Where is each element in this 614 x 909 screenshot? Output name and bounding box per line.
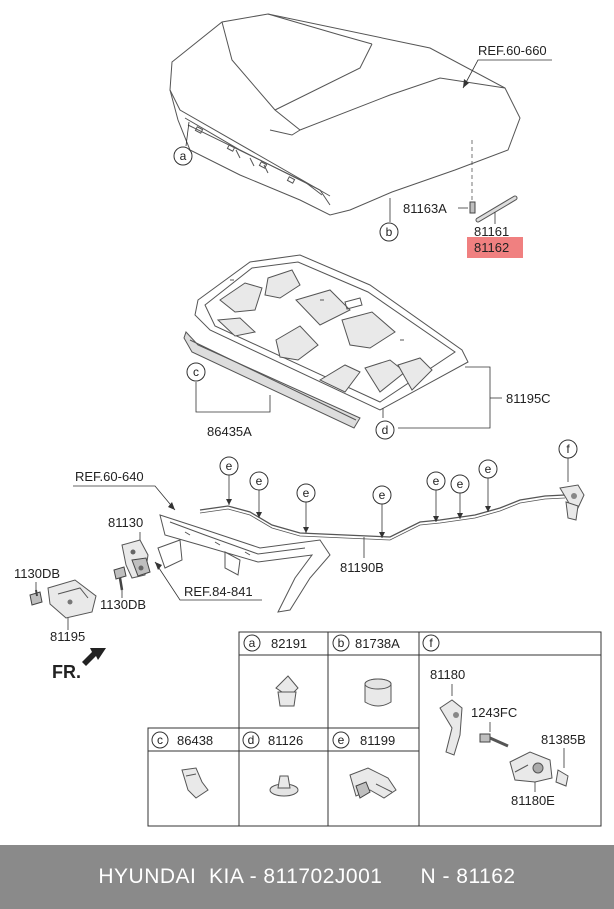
svg-text:e: e	[379, 488, 386, 502]
svg-text:c: c	[193, 365, 199, 379]
label-81195: 81195	[50, 629, 85, 644]
svg-text:a: a	[249, 636, 256, 650]
legend-b-code: 81738A	[355, 636, 400, 651]
callout-circle-e-7: e	[478, 459, 498, 479]
svg-text:FR.: FR.	[52, 662, 81, 682]
release-handle-81180-icon	[439, 699, 463, 756]
legend-cell-b: b 81738A	[332, 634, 400, 707]
callout-circle-d-pad: d	[375, 420, 395, 440]
callout-circle-e-6: e	[450, 474, 470, 494]
svg-text:e: e	[338, 733, 345, 747]
callout-circle-c-weatherstrip: c	[186, 362, 206, 382]
hood-insulator-pad	[194, 254, 469, 411]
callout-circle-e-1: e	[219, 456, 239, 476]
legend-cell-c: c 86438	[151, 731, 213, 799]
label-81190B: 81190B	[340, 560, 384, 575]
label-81130: 81130	[108, 515, 143, 530]
callout-circle-e-2: e	[249, 471, 269, 491]
label-81162: 81162	[474, 240, 509, 255]
callout-circle-e-4: e	[372, 485, 392, 505]
callout-circle-a-hood: a	[173, 146, 193, 166]
handle-bracket-81180E-icon	[509, 751, 553, 783]
legend-cell-a: a 82191	[243, 634, 307, 707]
legend-f-81180E: 81180E	[511, 793, 555, 808]
bolt-1130DB-left	[29, 589, 43, 606]
weatherstrip-86435A	[183, 331, 361, 429]
svg-text:b: b	[338, 636, 345, 650]
label-81161: 81161	[474, 224, 509, 239]
highlight-81162	[467, 237, 523, 258]
svg-text:e: e	[485, 462, 492, 476]
legend-e-code: 81199	[360, 733, 395, 748]
legend-c-code: 86438	[177, 733, 213, 748]
svg-text:a: a	[180, 149, 187, 163]
label-81163A: 81163A	[403, 201, 447, 216]
hood-release-cable-81190B	[199, 494, 566, 538]
bolt-81163A	[469, 201, 476, 214]
hood-latch-81130	[121, 539, 151, 579]
legend-f-81385B: 81385B	[541, 732, 586, 747]
label-1130DB-left: 1130DB	[14, 566, 60, 581]
svg-text:e: e	[303, 486, 310, 500]
legend-f-1243FC: 1243FC	[471, 705, 517, 720]
label-86435A: 86435A	[207, 424, 252, 439]
cable-clip-81199-icon	[349, 767, 397, 799]
bolt-1130DB-right	[113, 566, 127, 591]
legend-a-code: 82191	[271, 636, 307, 651]
svg-text:e: e	[226, 459, 233, 473]
clip-86438-icon	[181, 767, 209, 799]
legend-cell-e: e 81199	[332, 731, 397, 799]
svg-text:f: f	[429, 636, 433, 650]
label-81195C: 81195C	[506, 391, 551, 406]
front-direction-indicator: FR.	[52, 648, 106, 682]
legend-table	[147, 631, 602, 827]
legend-cell-d: d 81126	[242, 731, 303, 797]
bolt-1243FC-icon	[479, 733, 509, 748]
svg-text:e: e	[433, 474, 440, 488]
callout-circle-e-5: e	[426, 471, 446, 491]
part-number-footer: HYUNDAI KIA - 811702J001 N - 81162	[0, 845, 614, 909]
ref-lower-label: REF.84-841	[184, 584, 253, 599]
svg-text:d: d	[382, 423, 389, 437]
legend-cell-f: f 81180 1243FC 81385B 81180E	[422, 634, 586, 808]
callout-circle-b-hood: b	[379, 222, 399, 242]
footer-text: HYUNDAI KIA - 811702J001 N - 81162	[98, 865, 516, 888]
grommet-81385B-icon	[555, 769, 569, 787]
bumper-81738A-icon	[364, 678, 392, 707]
ref-panel-label: REF.60-640	[75, 469, 144, 484]
callout-circle-e-3: e	[296, 483, 316, 503]
pad-clip-81126-icon	[269, 775, 299, 797]
svg-text:d: d	[248, 733, 255, 747]
legend-d-code: 81126	[268, 733, 303, 748]
latch-cover-81195	[47, 579, 97, 619]
label-1130DB-right: 1130DB	[100, 597, 146, 612]
parts-diagram: a b REF.60-660 81163A 81161 81162	[14, 13, 602, 827]
hood-panel	[169, 13, 521, 216]
legend-f-81180: 81180	[430, 667, 465, 682]
svg-text:b: b	[386, 225, 393, 239]
clip-82191-icon	[275, 675, 299, 707]
front-end-panel	[157, 514, 331, 613]
ref-hood-label: REF.60-660	[478, 43, 547, 58]
release-handle-assembly	[559, 484, 585, 521]
svg-text:c: c	[157, 733, 163, 747]
svg-text:f: f	[566, 442, 570, 456]
svg-text:e: e	[457, 477, 464, 491]
svg-text:e: e	[256, 474, 263, 488]
hood-lift-strut-81161	[475, 195, 518, 223]
callout-circle-f-cable: f	[558, 439, 578, 459]
